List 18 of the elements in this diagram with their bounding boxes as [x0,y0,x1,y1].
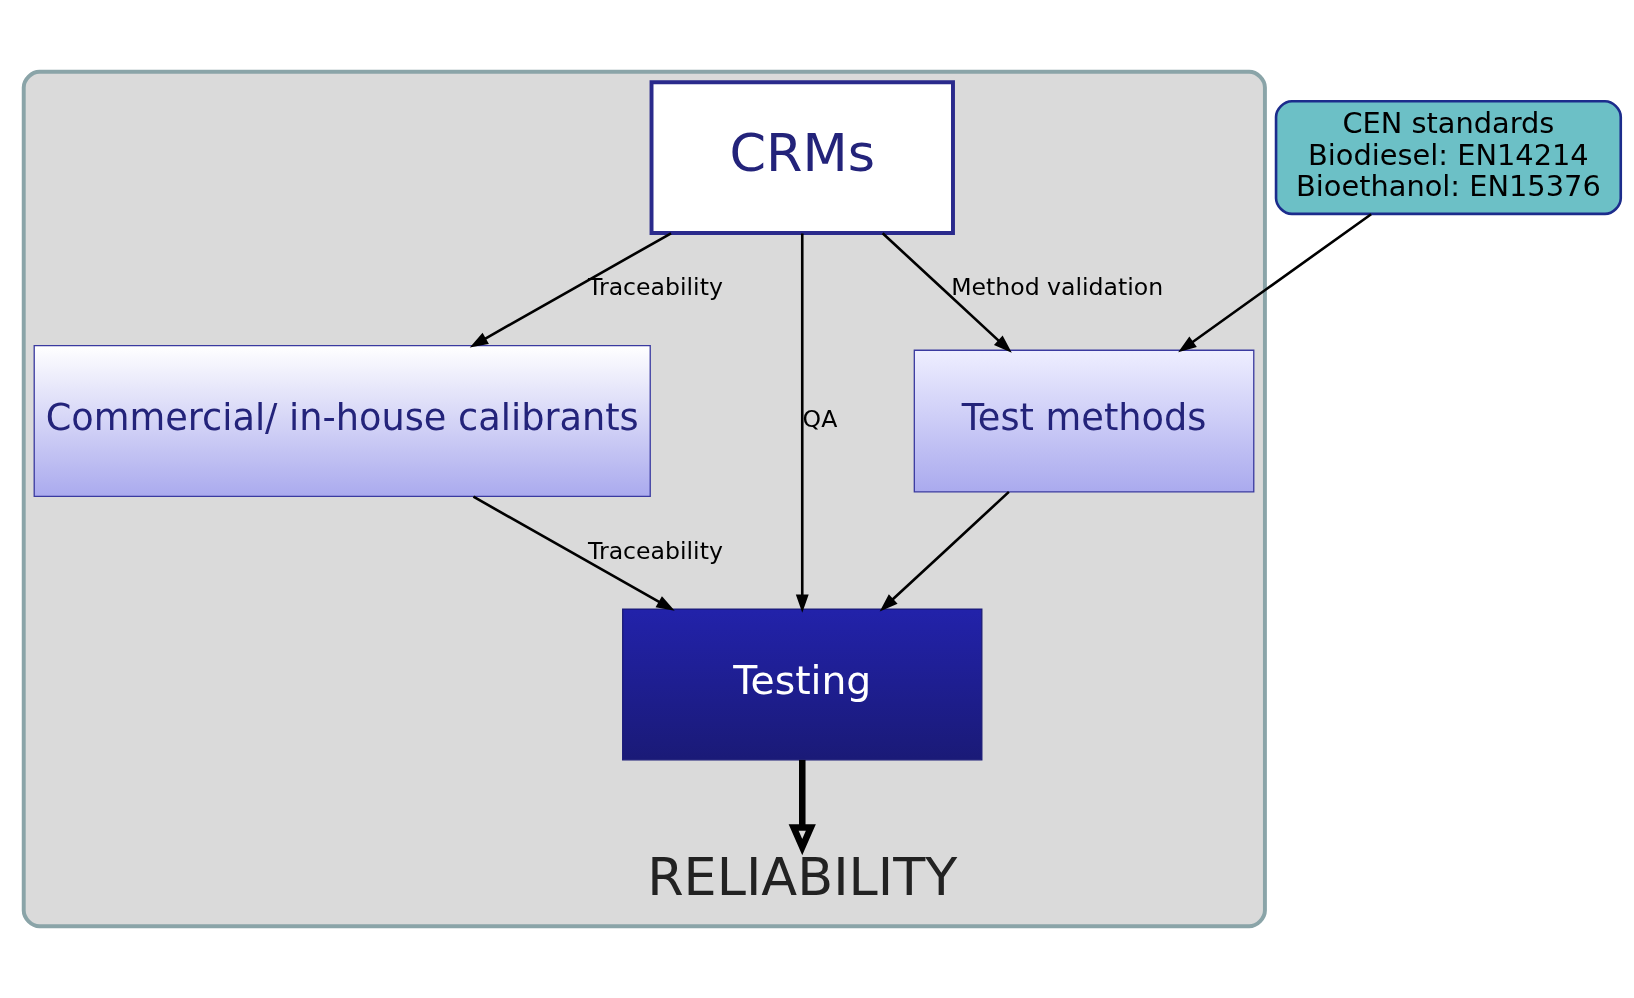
cluster [21,69,1267,929]
edge-label: Method validation [951,273,1164,302]
node-box: Testing [622,608,983,761]
node-box: Test methods [913,349,1255,493]
edge-label: Traceability [588,273,723,302]
node-text: RELIABILITY [647,845,958,907]
arrow [469,232,672,348]
arrow [795,233,809,613]
edge-label: QA [802,404,838,433]
arrow [472,495,675,611]
node-box: CEN standards Biodiesel: EN14214 Bioethanol: EN15376 [1274,99,1623,216]
node-box: CRMs [649,80,955,235]
arrow [879,490,1010,612]
arrow [1178,213,1372,353]
arrow [788,759,816,856]
node-box: Commercial/ in-house calibrants [33,345,651,498]
edge-label: Traceability [588,536,723,565]
arrow [881,232,1012,353]
